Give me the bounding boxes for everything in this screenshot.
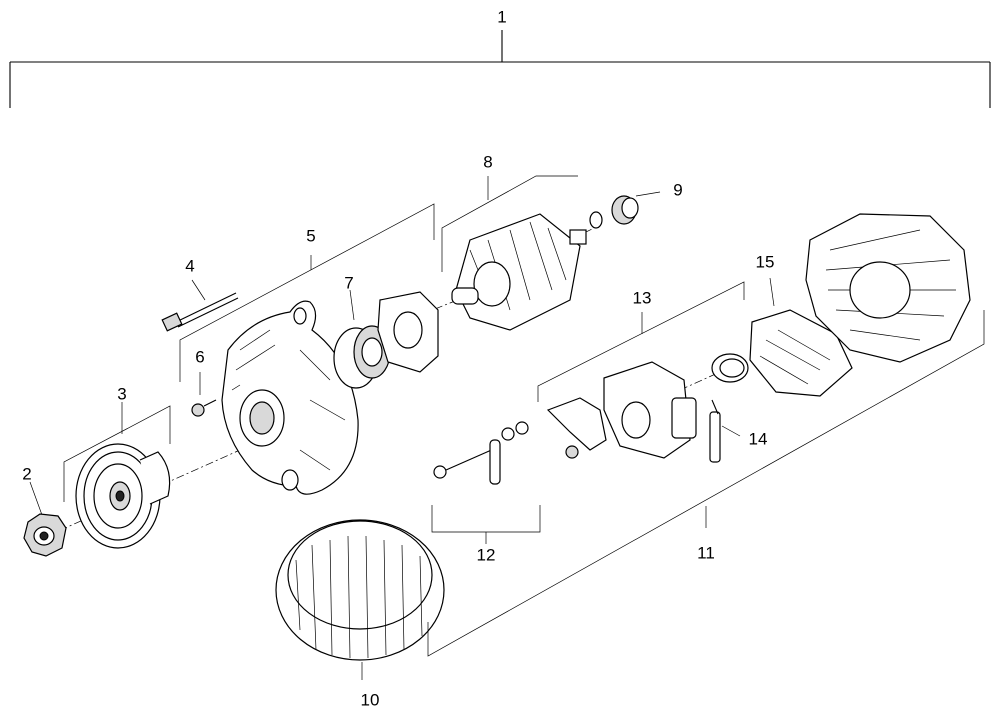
callout-5: 5: [306, 226, 316, 246]
callout-4: 4: [185, 256, 195, 276]
seal-ring-part: [711, 353, 749, 383]
callout-8: 8: [483, 152, 493, 172]
rear-housing-bracket: [427, 310, 985, 657]
screw-part: [191, 372, 217, 417]
nut-part: [23, 481, 67, 557]
callout-14: 14: [748, 429, 768, 449]
callout-1: 1: [497, 7, 507, 27]
terminal-bracket: [431, 421, 541, 544]
callout-3: 3: [117, 384, 127, 404]
callout-10: 10: [360, 690, 380, 710]
rear-housing-part: [805, 213, 971, 363]
rectifier-part: [749, 277, 853, 397]
callout-12: 12: [476, 545, 496, 565]
callout-11: 11: [697, 543, 715, 563]
callout-13: 13: [632, 288, 652, 308]
regulator-part: [537, 281, 745, 459]
brush-part: [709, 399, 741, 463]
bearing-retainer-part: [377, 291, 439, 373]
through-bolt-part: [161, 279, 239, 332]
shaft-axis-line: [44, 449, 241, 538]
pulley-part: [63, 402, 171, 549]
cover-axis-line: [679, 371, 721, 391]
callout-6: 6: [195, 347, 205, 367]
rotor-part: [441, 175, 587, 331]
callout-9: 9: [673, 180, 683, 200]
front-bearing-part: [333, 289, 391, 389]
rear-bearing-part: [589, 191, 661, 229]
assembly-bracket: [9, 30, 991, 108]
callout-7: 7: [344, 273, 354, 293]
front-housing-part: [179, 203, 435, 495]
stator-part: [275, 519, 445, 680]
callout-2: 2: [22, 464, 32, 484]
callout-15: 15: [755, 252, 775, 272]
